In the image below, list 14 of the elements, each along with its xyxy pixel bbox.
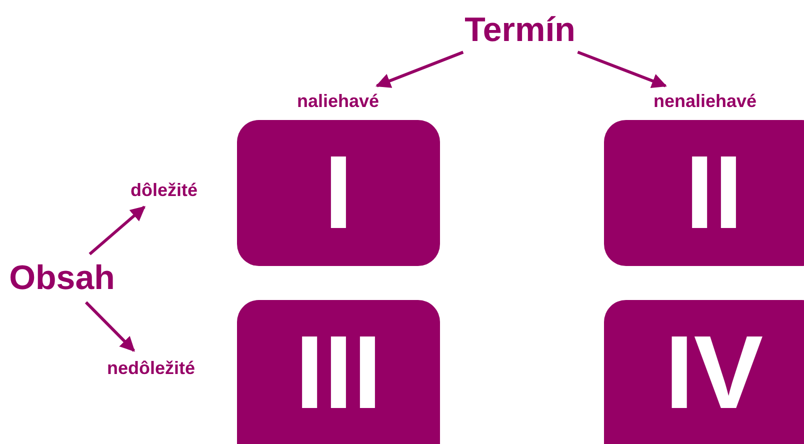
heading-label: Termín [462,10,578,50]
column-label: nenaliehavé [640,88,770,114]
arrow [577,50,667,88]
column-label: naliehavé [286,88,390,114]
arrow [84,301,135,352]
row-label: dôležité [118,177,210,203]
quadrant-box: II [604,120,804,266]
quadrant-box: IV [604,300,804,444]
quadrant-box: III [237,300,440,444]
quadrant-box: I [237,120,440,266]
arrow [88,206,146,256]
row-label: nedôležité [92,355,210,381]
heading-label: Obsah [8,258,116,298]
arrow [376,50,464,88]
